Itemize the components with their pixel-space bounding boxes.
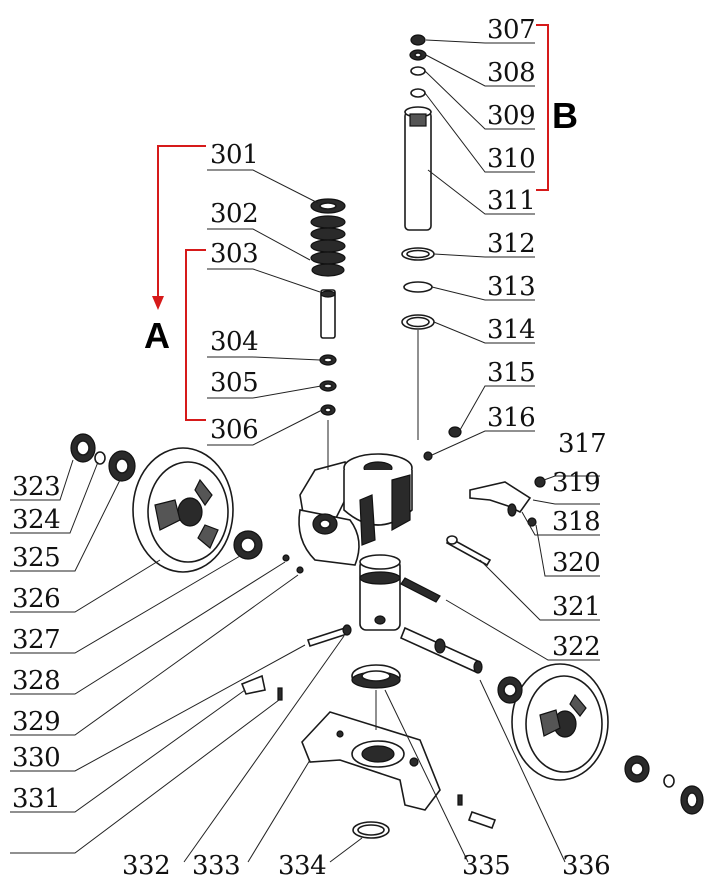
callout-310: 310 <box>487 144 535 174</box>
callout-303: 303 <box>210 239 258 269</box>
callout-308: 308 <box>487 58 535 88</box>
callout-322: 322 <box>552 632 600 662</box>
callout-326: 326 <box>12 584 60 614</box>
callout-328: 328 <box>12 666 60 696</box>
callout-numbers: 301 302 303 304 305 306 307 308 309 310 … <box>12 15 611 881</box>
callout-327: 327 <box>12 625 60 655</box>
callout-306: 306 <box>210 415 258 445</box>
callout-301: 301 <box>210 140 258 170</box>
callout-305: 305 <box>210 368 258 398</box>
callout-336: 336 <box>562 851 610 881</box>
group-label-b: B <box>552 95 578 136</box>
callout-334: 334 <box>278 851 326 881</box>
callout-312: 312 <box>487 229 535 259</box>
callout-323: 323 <box>12 472 60 502</box>
parts-artwork <box>70 34 704 839</box>
callout-324: 324 <box>12 505 60 535</box>
callout-331: 331 <box>12 784 60 814</box>
callout-332: 332 <box>122 851 170 881</box>
callout-316: 316 <box>487 403 535 433</box>
callout-304: 304 <box>210 327 258 357</box>
callout-302: 302 <box>210 199 258 229</box>
callout-333: 333 <box>192 851 240 881</box>
callout-314: 314 <box>487 315 535 345</box>
group-brackets <box>152 24 549 421</box>
callout-318: 318 <box>552 507 600 537</box>
group-label-a: A <box>144 315 170 356</box>
callout-307: 307 <box>487 15 535 45</box>
callout-320: 320 <box>552 548 600 578</box>
callout-311: 311 <box>487 186 535 216</box>
callout-335: 335 <box>462 851 510 881</box>
leader-lines <box>10 39 600 863</box>
callout-330: 330 <box>12 743 60 773</box>
callout-317: 317 <box>558 429 606 459</box>
callout-321: 321 <box>552 592 600 622</box>
callout-325: 325 <box>12 543 60 573</box>
callout-329: 329 <box>12 707 60 737</box>
callout-309: 309 <box>487 101 535 131</box>
callout-319: 319 <box>552 468 600 498</box>
callout-313: 313 <box>487 272 535 302</box>
callout-315: 315 <box>487 358 535 388</box>
